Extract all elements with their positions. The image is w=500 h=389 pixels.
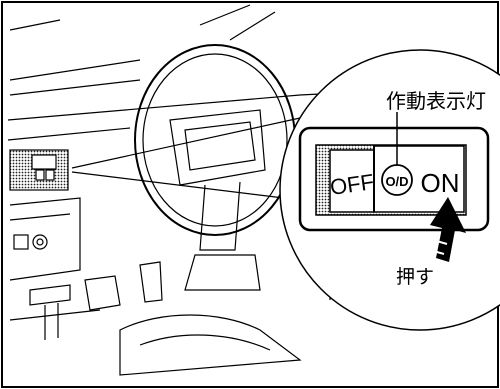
indicator-lamp-label: 作動表示灯 <box>386 89 486 113</box>
od-switch <box>298 126 490 232</box>
leader-lines <box>71 117 301 201</box>
switch-off-label: OFF <box>328 169 375 200</box>
car-interior-art <box>7 4 361 376</box>
push-label: 押す <box>396 266 434 288</box>
switch-on-label: ON <box>421 168 460 198</box>
push-arrow <box>429 197 466 262</box>
switch-od-label: O/D <box>385 174 408 189</box>
